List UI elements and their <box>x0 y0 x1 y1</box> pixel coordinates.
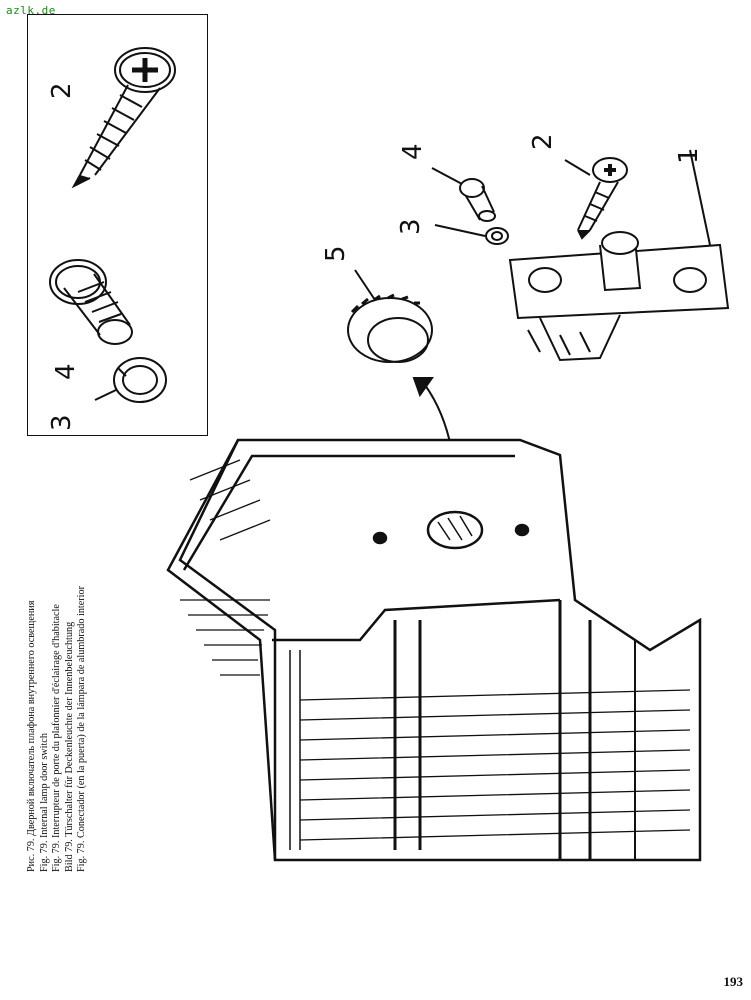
bolt-drawing <box>431 167 496 222</box>
detail-inset-frame <box>27 14 208 436</box>
screw-drawing <box>564 157 628 240</box>
inset-label-3: 3 <box>47 414 77 431</box>
inset-screw-drawing <box>71 47 176 189</box>
label-5: 5 <box>321 245 351 262</box>
inset-washer-drawing <box>94 357 167 403</box>
label-4: 4 <box>398 143 428 160</box>
caption-ru: Рис. 79. Дверной включатель плафона внут… <box>26 600 37 872</box>
label-2: 2 <box>528 133 558 150</box>
caption-fr: Fig. 79. Interrupteur de porte du plafon… <box>51 604 63 872</box>
door-pillar-drawing <box>166 438 702 862</box>
rubber-cap-drawing <box>347 269 433 363</box>
label-3: 3 <box>396 218 426 235</box>
watermark: azlk.de <box>6 4 56 17</box>
caption-de: Bild 79. Türschalter für Deckenleuchte d… <box>63 621 75 872</box>
label-1: 1 <box>674 147 704 164</box>
inset-bolt-drawing <box>49 259 133 345</box>
inset-label-4: 4 <box>51 363 81 380</box>
page-number: 193 <box>723 974 744 989</box>
door-switch-drawing <box>508 149 730 362</box>
caption-en: Fig. 79. Internal lamp door switch <box>38 733 50 872</box>
figure-captions: Рис. 79. Дверной включатель плафона внут… <box>26 492 89 872</box>
inset-label-2: 2 <box>47 82 77 99</box>
washer-drawing <box>434 224 509 245</box>
caption-es: Fig. 79. Conectador (en la puerta) de la… <box>76 586 88 872</box>
